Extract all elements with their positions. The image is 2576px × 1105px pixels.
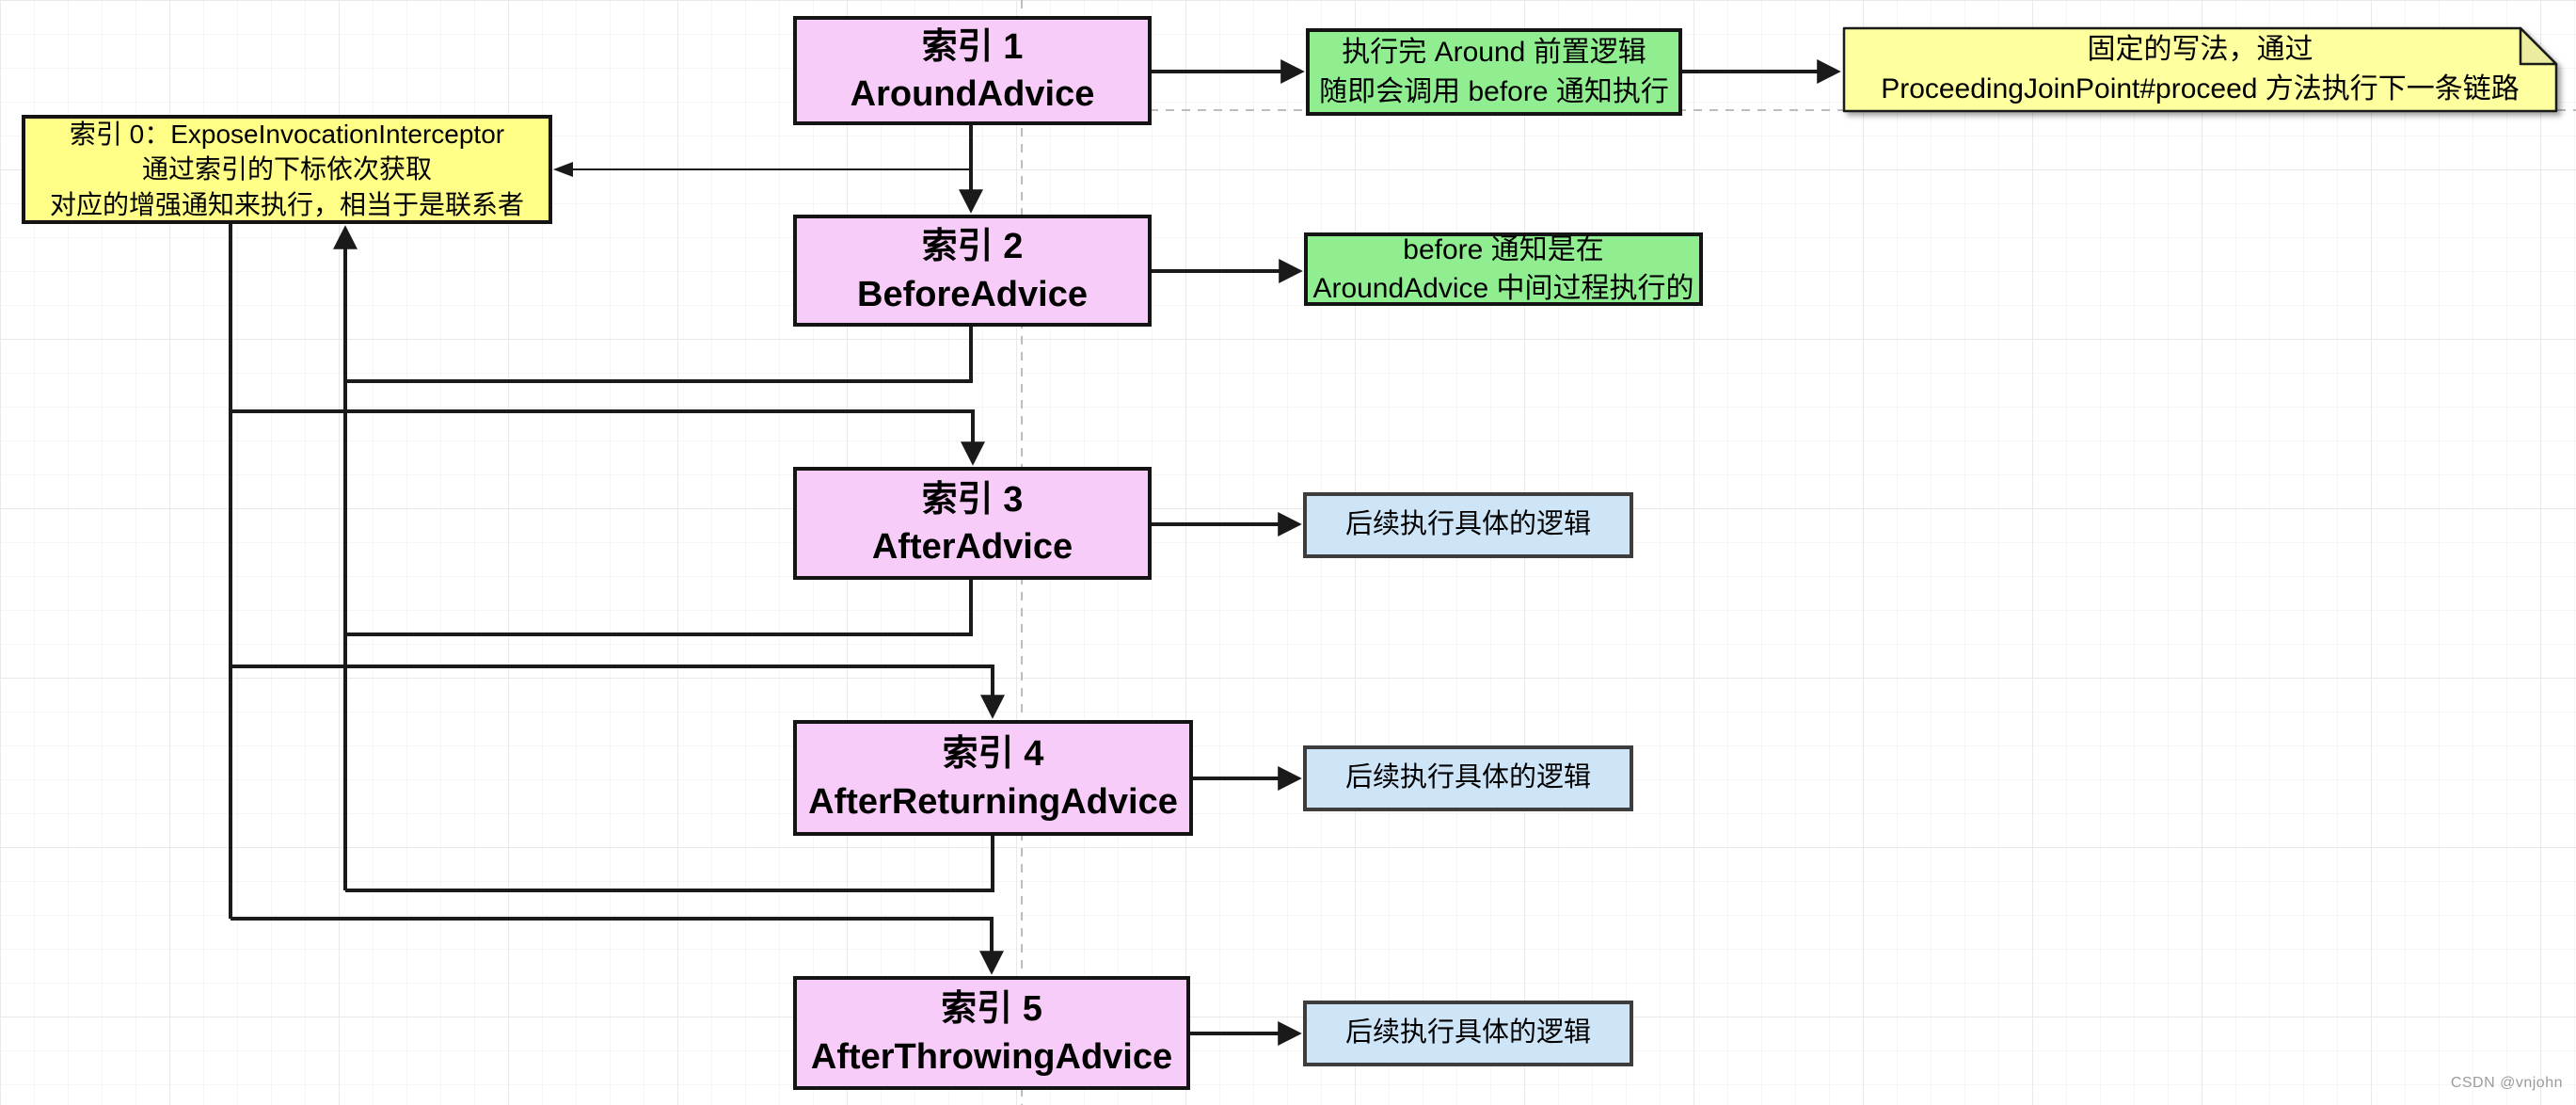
node-after-advice[interactable]: 索引 3 AfterAdvice	[793, 467, 1152, 580]
edge-advice3-return	[345, 580, 973, 636]
around-note-line1: 执行完 Around 前置逻辑	[1342, 37, 1646, 69]
advice4-index: 索引 4	[942, 734, 1044, 775]
note-logic-after[interactable]: 后续执行具体的逻辑	[1303, 492, 1633, 558]
logic-note5-text: 后续执行具体的逻辑	[1344, 1017, 1591, 1049]
proceed-note-shape	[1842, 26, 2558, 113]
csdn-watermark: CSDN @vnjohn	[2450, 1075, 2563, 1091]
note-before-execution[interactable]: before 通知是在 AroundAdvice 中间过程执行的	[1304, 232, 1703, 306]
edge-advice4-return	[345, 836, 994, 892]
note-logic-after-returning[interactable]: 后续执行具体的逻辑	[1303, 745, 1633, 811]
node-after-throwing-advice[interactable]: 索引 5 AfterThrowingAdvice	[793, 976, 1190, 1090]
advice1-index: 索引 1	[921, 26, 1024, 67]
note-proceed-writing[interactable]: 固定的写法，通过 ProceedingJoinPoint#proceed 方法执…	[1844, 28, 2556, 111]
logic-note4-text: 后续执行具体的逻辑	[1344, 762, 1591, 793]
advice2-name: BeforeAdvice	[857, 274, 1088, 314]
proceed-note-line1: 固定的写法，通过	[2087, 34, 2314, 65]
node-after-returning-advice[interactable]: 索引 4 AfterReturningAdvice	[793, 720, 1193, 836]
around-note-line2: 随即会调用 before 通知执行	[1319, 75, 1669, 107]
advice5-name: AfterThrowingAdvice	[810, 1036, 1173, 1077]
node-expose-invocation-interceptor[interactable]: 索引 0：ExposeInvocationInterceptor 通过索引的下标…	[22, 115, 552, 224]
edge-dispatch-to-advice4	[231, 665, 1005, 719]
advice2-index: 索引 2	[921, 227, 1024, 267]
edge-dispatch-to-advice3	[231, 409, 985, 466]
node-around-advice[interactable]: 索引 1 AroundAdvice	[793, 16, 1152, 125]
advice3-name: AfterAdvice	[871, 527, 1073, 567]
before-note-line2: AroundAdvice 中间过程执行的	[1312, 273, 1694, 304]
advice3-index: 索引 3	[921, 479, 1024, 520]
advice4-name: AfterReturningAdvice	[808, 781, 1178, 822]
interceptor-line1: 索引 0：ExposeInvocationInterceptor	[69, 120, 505, 150]
note-logic-after-throwing[interactable]: 后续执行具体的逻辑	[1303, 1001, 1633, 1066]
interceptor-line2: 通过索引的下标依次获取	[141, 154, 432, 184]
note-around-execution[interactable]: 执行完 Around 前置逻辑 随即会调用 before 通知执行	[1306, 28, 1682, 116]
node-before-advice[interactable]: 索引 2 BeforeAdvice	[793, 215, 1152, 327]
edge-advice2-return	[345, 327, 973, 383]
advice1-name: AroundAdvice	[850, 74, 1095, 114]
proceed-note-line2: ProceedingJoinPoint#proceed 方法执行下一条链路	[1881, 73, 2520, 104]
before-note-line1: before 通知是在	[1403, 233, 1604, 265]
advice5-index: 索引 5	[941, 989, 1042, 1030]
edge-dispatch-to-advice5	[231, 917, 1004, 975]
logic-note3-text: 后续执行具体的逻辑	[1344, 509, 1591, 540]
interceptor-line3: 对应的增强通知来执行，相当于是联系者	[49, 189, 524, 219]
